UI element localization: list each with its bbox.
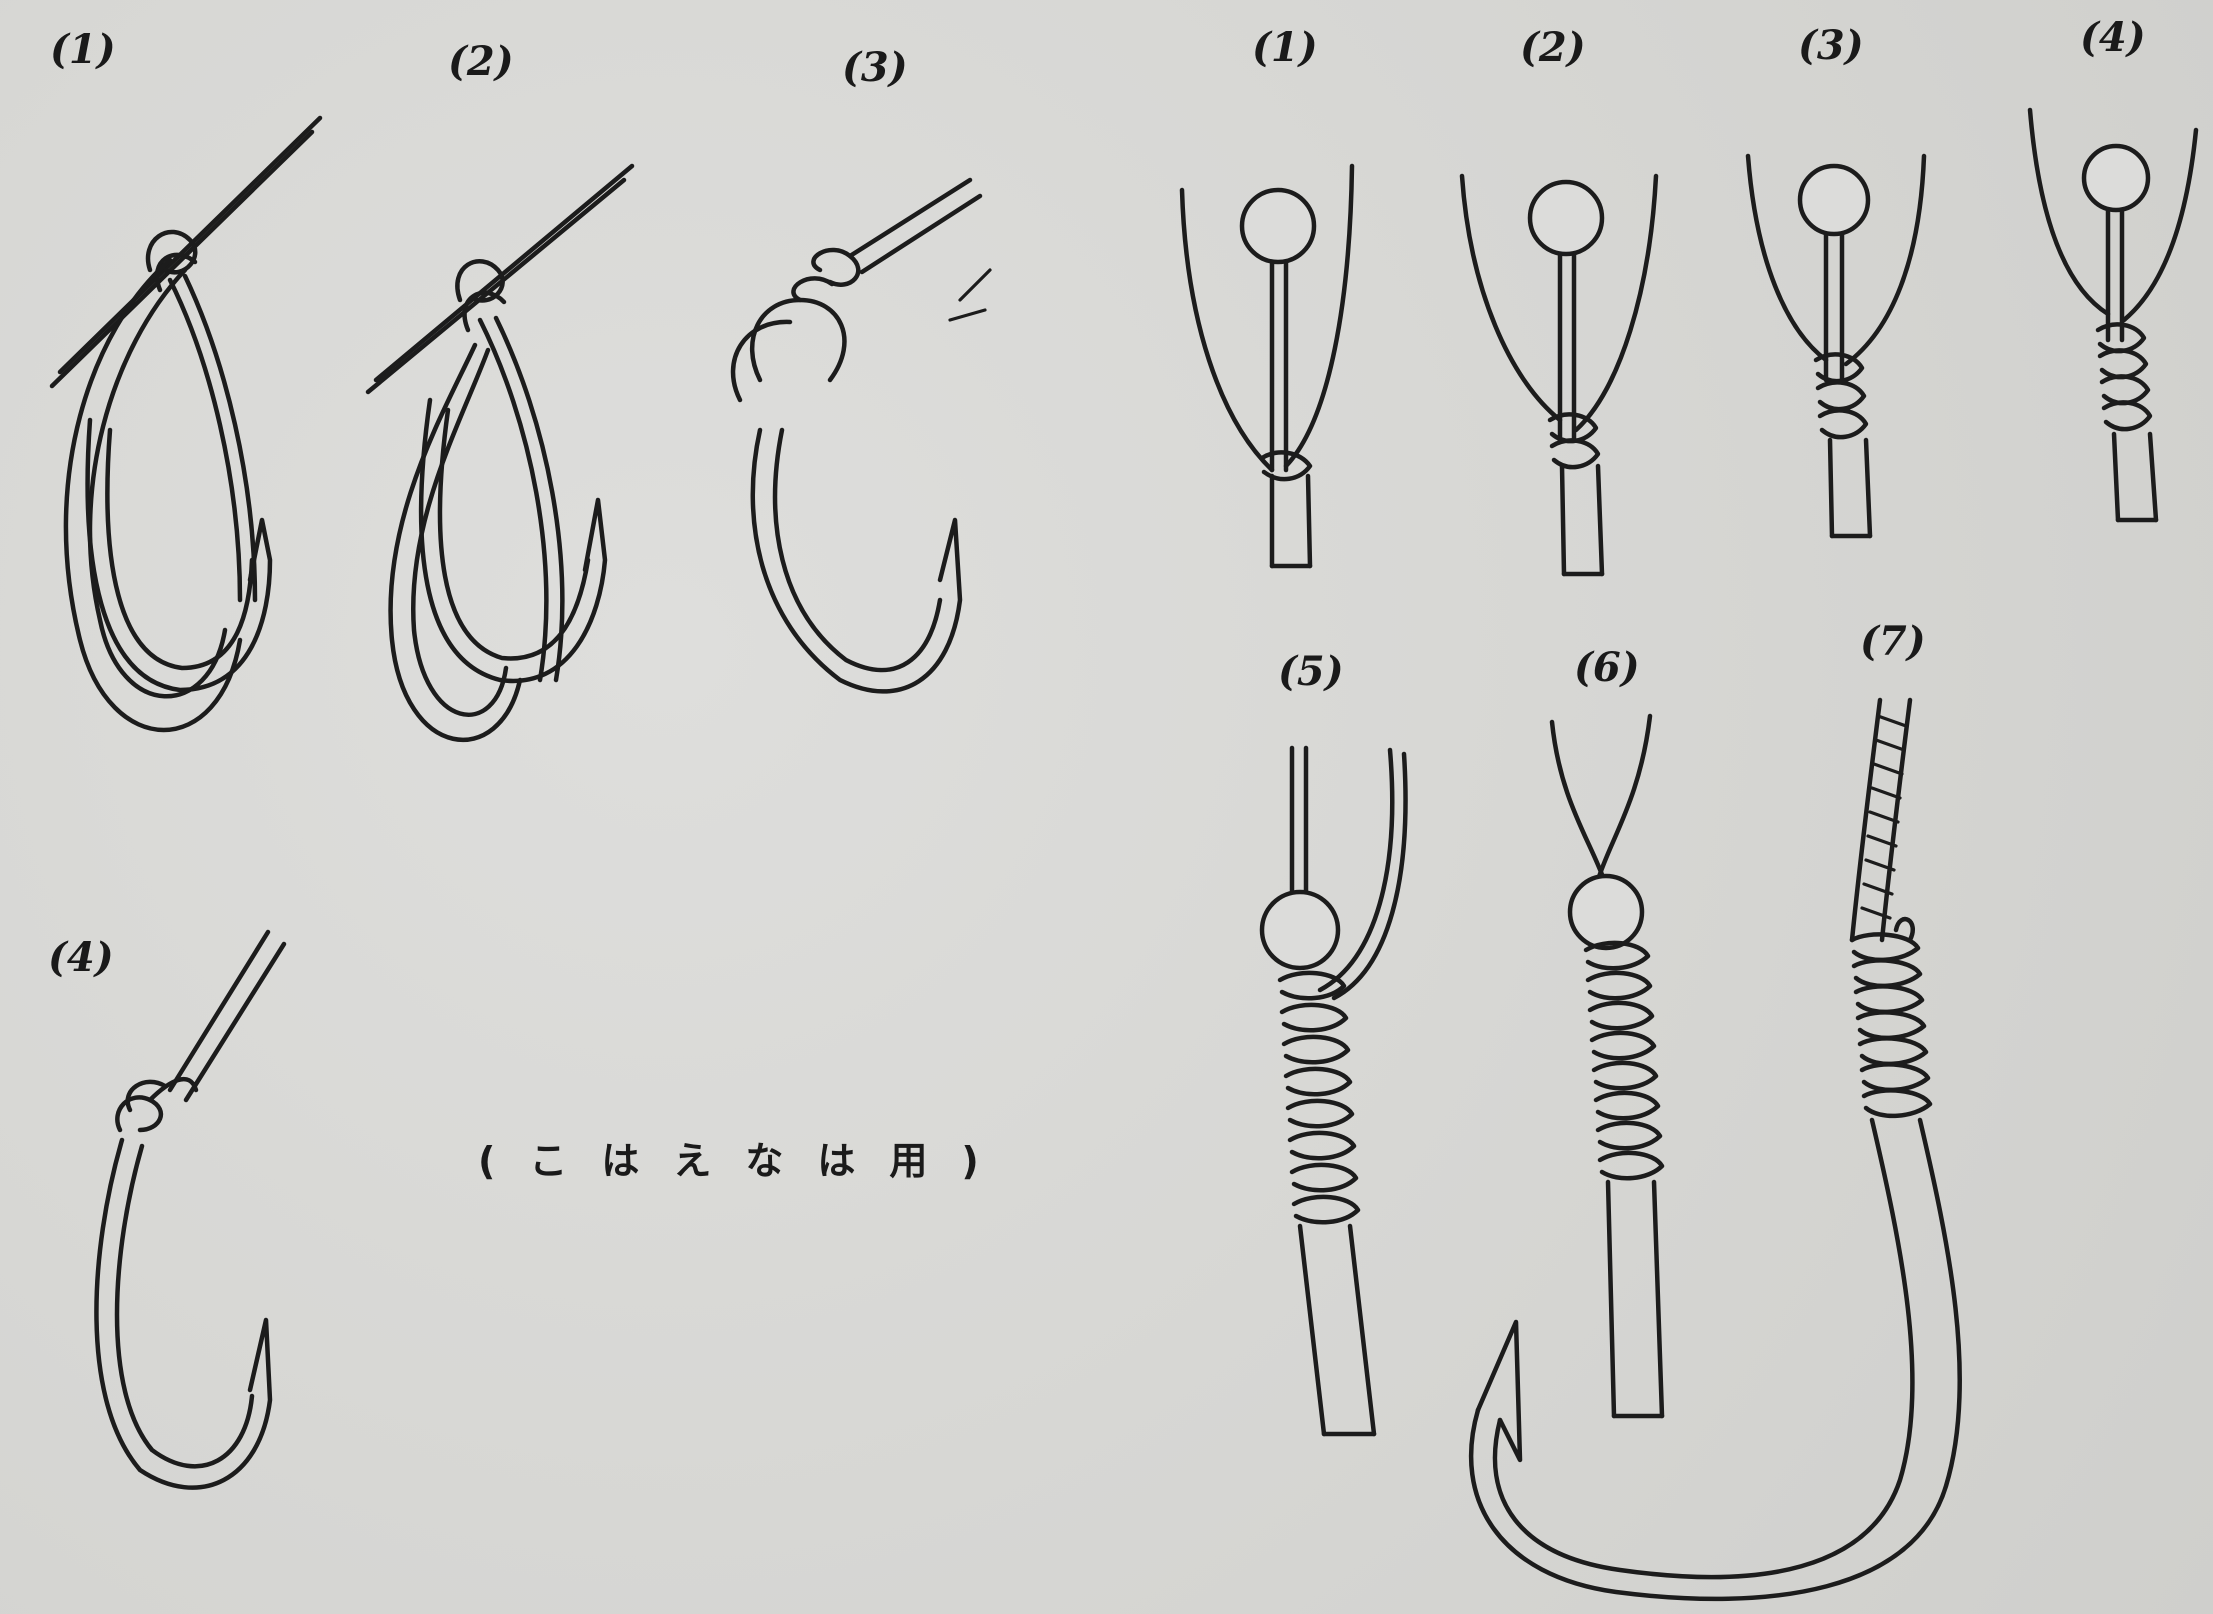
left-step-1-figure	[52, 118, 320, 730]
right-step-6-figure	[1552, 716, 1662, 1416]
right-step-5-figure	[1262, 748, 1406, 1434]
left-step-2-figure	[368, 166, 632, 740]
right-step-1-figure	[1182, 166, 1352, 566]
right-step-7-figure	[1471, 700, 1960, 1599]
left-step-4-figure	[96, 932, 284, 1488]
right-step-2-figure	[1462, 176, 1656, 574]
right-step-3-figure	[1748, 156, 1924, 536]
left-step-3-figure	[733, 180, 990, 691]
right-step-4-figure	[2030, 110, 2196, 520]
